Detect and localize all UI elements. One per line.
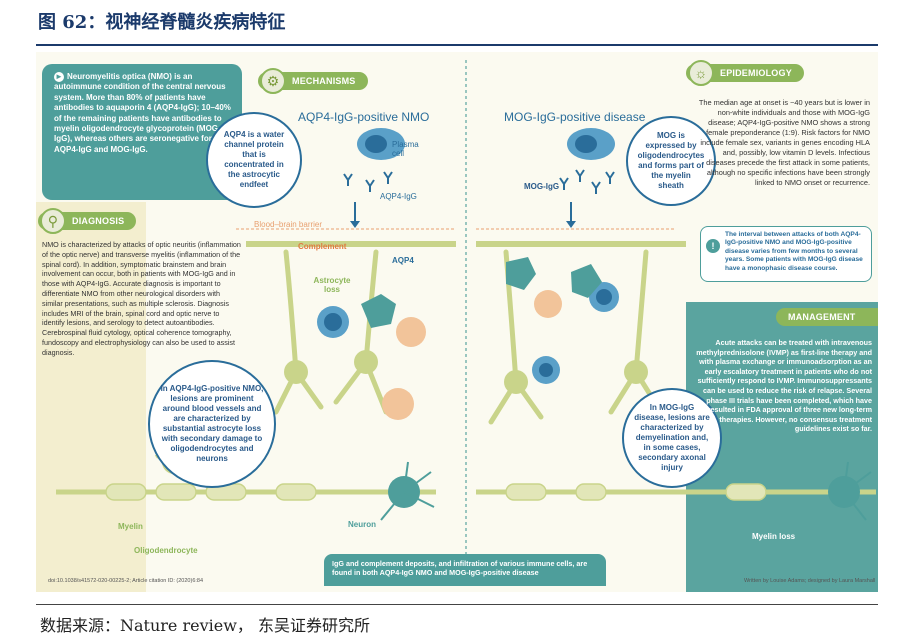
bbb-label: Blood–brain barrier	[254, 220, 323, 229]
poster-illustration	[36, 60, 878, 592]
interval-note: ! The interval between attacks of both A…	[700, 226, 872, 282]
oligodendrocyte-damaged	[506, 257, 536, 290]
complement-label: Complement	[298, 242, 347, 251]
nmo-poster: ►Neuromyelitis optica (NMO) is an autoim…	[36, 52, 878, 592]
management-text: Acute attacks can be treated with intrav…	[696, 338, 872, 434]
plasma-cell-aqp4-nucleus	[365, 135, 387, 153]
doi-text: doi:10.1038/s41572-020-00225-2; Article …	[48, 578, 204, 584]
astrocyte-body-4	[624, 360, 648, 384]
mechanisms-label: MECHANISMS	[292, 76, 356, 86]
macrophage-2	[382, 388, 414, 420]
info-icon: !	[706, 239, 720, 253]
aqp4-label: AQP4	[392, 256, 414, 265]
globe-icon: ☼	[688, 60, 714, 86]
macrophage-3	[534, 290, 562, 318]
neuron-dendrites-left	[380, 461, 435, 521]
arrow-mog-down	[566, 202, 576, 228]
antibodies-aqp4	[343, 171, 393, 192]
credit-text: Written by Louise Adams; designed by Lau…	[744, 578, 876, 584]
mog-lesion-bubble: In MOG-IgG disease, lesions are characte…	[622, 388, 722, 488]
aqp4-bubble: AQP4 is a water channel protein that is …	[206, 112, 302, 208]
lymphocyte-3-nucleus	[539, 363, 553, 377]
epidemiology-text: The median age at onset is ~40 years but…	[698, 98, 870, 187]
interval-note-text: The interval between attacks of both AQP…	[725, 231, 863, 272]
plasma-cell-label: Plasma cell	[392, 140, 419, 158]
arrow-aqp4-down	[350, 202, 360, 228]
neuron-label: Neuron	[348, 520, 376, 529]
lymphocyte-2-nucleus	[596, 289, 612, 305]
mog-bubble: MOG is expressed by oligodendrocytes and…	[626, 116, 716, 206]
diagnosis-label: DIAGNOSIS	[72, 216, 125, 226]
astrocyte-body-2	[354, 350, 378, 374]
myelin-label: Myelin	[118, 522, 143, 531]
gears-icon: ⚙	[260, 68, 286, 94]
intro-text: Neuromyelitis optica (NMO) is an autoimm…	[54, 72, 232, 154]
source-rule	[36, 604, 878, 605]
epidemiology-heading: ☼ EPIDEMIOLOGY	[686, 60, 804, 86]
astrocyte-damaged	[361, 294, 396, 328]
myelin-left	[105, 483, 317, 501]
mog-igg-label: MOG-IgG	[524, 182, 560, 191]
oligodendrocyte-damaged-2	[571, 264, 602, 298]
intro-arrow-icon: ►	[54, 72, 64, 82]
plasma-cell-mog-nucleus	[575, 135, 597, 153]
diagnosis-text: NMO is characterized by attacks of optic…	[42, 240, 241, 357]
mechanisms-heading: ⚙ MECHANISMS	[258, 68, 368, 94]
astrocyte-body-1	[284, 360, 308, 384]
aqp4-section-title: AQP4-IgG-positive NMO	[298, 110, 430, 124]
epidemiology-label: EPIDEMIOLOGY	[720, 68, 792, 78]
oligodendrocyte-label: Oligodendrocyte	[134, 546, 198, 555]
neuron-dendrites-right	[843, 461, 872, 521]
myelin-right	[505, 483, 767, 501]
management-heading: MANAGEMENT	[776, 308, 878, 326]
diagnosis-heading: ⚲ DIAGNOSIS	[38, 208, 137, 234]
bottom-note: IgG and complement deposits, and infiltr…	[324, 554, 606, 586]
figure-title: 图 62：视神经脊髓炎疾病特征	[38, 12, 286, 33]
lymphocyte-1-nucleus	[324, 313, 342, 331]
source-note: 数据来源：Nature review， 东吴证券研究所	[40, 616, 371, 635]
management-label: MANAGEMENT	[788, 312, 856, 322]
magnifier-icon: ⚲	[40, 208, 66, 234]
astrocyte-loss-label: Astrocyte loss	[313, 276, 351, 294]
aqp4-igg-label: AQP4-IgG	[380, 192, 417, 201]
astrocyte-body-3	[504, 370, 528, 394]
myelin-loss-label: Myelin loss	[752, 532, 796, 541]
mog-section-title: MOG-IgG-positive disease	[504, 110, 646, 124]
aqp4-lesion-bubble: In AQP4-IgG-positive NMO, lesions are pr…	[148, 360, 276, 488]
macrophage-1	[396, 317, 426, 347]
diagnosis-panel-bg	[36, 202, 146, 592]
antibodies-mog	[559, 169, 615, 194]
title-rule	[36, 44, 878, 46]
